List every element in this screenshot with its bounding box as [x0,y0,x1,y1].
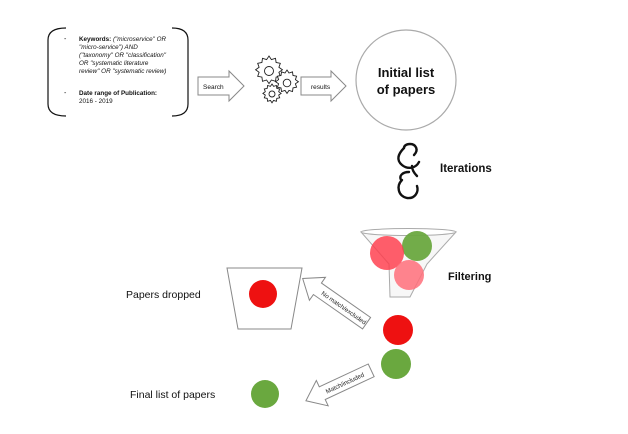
chain-link-icon [397,142,421,200]
keywords-line-2: "micro-service") AND [79,44,138,51]
red-ball-in-funnel [370,236,404,270]
right-bracket [171,27,189,117]
initial-list-node: Initial list of papers [355,29,457,131]
light-red-ball-in-funnel [394,260,424,290]
included-paper-ball [381,349,411,379]
iterations-label: Iterations [440,163,492,175]
final-list-label: Final list of papers [130,389,215,401]
no-match-arrow: No match/excluded [302,276,372,330]
cup-icon [226,267,303,330]
gears-icon [254,55,300,104]
funnel-icon [359,228,458,298]
initial-list-line-2: of papers [377,82,436,97]
bullet-2: - [64,90,67,97]
date-heading: Date range of Publication: [79,90,157,97]
date-value: 2016 - 2019 [79,98,113,105]
excluded-paper-ball [383,315,413,345]
search-arrow-label: Search [203,84,224,91]
keywords-line-4: OR "systematic literature [79,60,149,67]
search-arrow: Search [197,69,245,103]
results-arrow-label: results [311,84,331,91]
match-arrow: Match/included [305,363,375,407]
search-criteria-box: - Keywords: ("microservice" OR "micro-se… [47,27,189,117]
keywords-text: Keywords: ("microservice" OR [79,36,167,43]
papers-dropped-label: Papers dropped [126,289,201,301]
no-match-arrow-label: No match/excluded [320,290,368,326]
left-bracket [47,27,67,117]
keywords-line-3: ("taxonomy" OR "classification" [79,52,167,59]
filtering-label: Filtering [448,271,491,283]
green-ball-in-funnel [402,231,432,261]
bullet-1: - [64,36,67,43]
initial-list-line-1: Initial list [378,65,435,80]
results-arrow: results [300,69,347,103]
dropped-paper-ball [249,280,277,308]
keywords-line-5: review" OR "systematic review) [79,68,166,75]
final-paper-ball [251,380,279,408]
